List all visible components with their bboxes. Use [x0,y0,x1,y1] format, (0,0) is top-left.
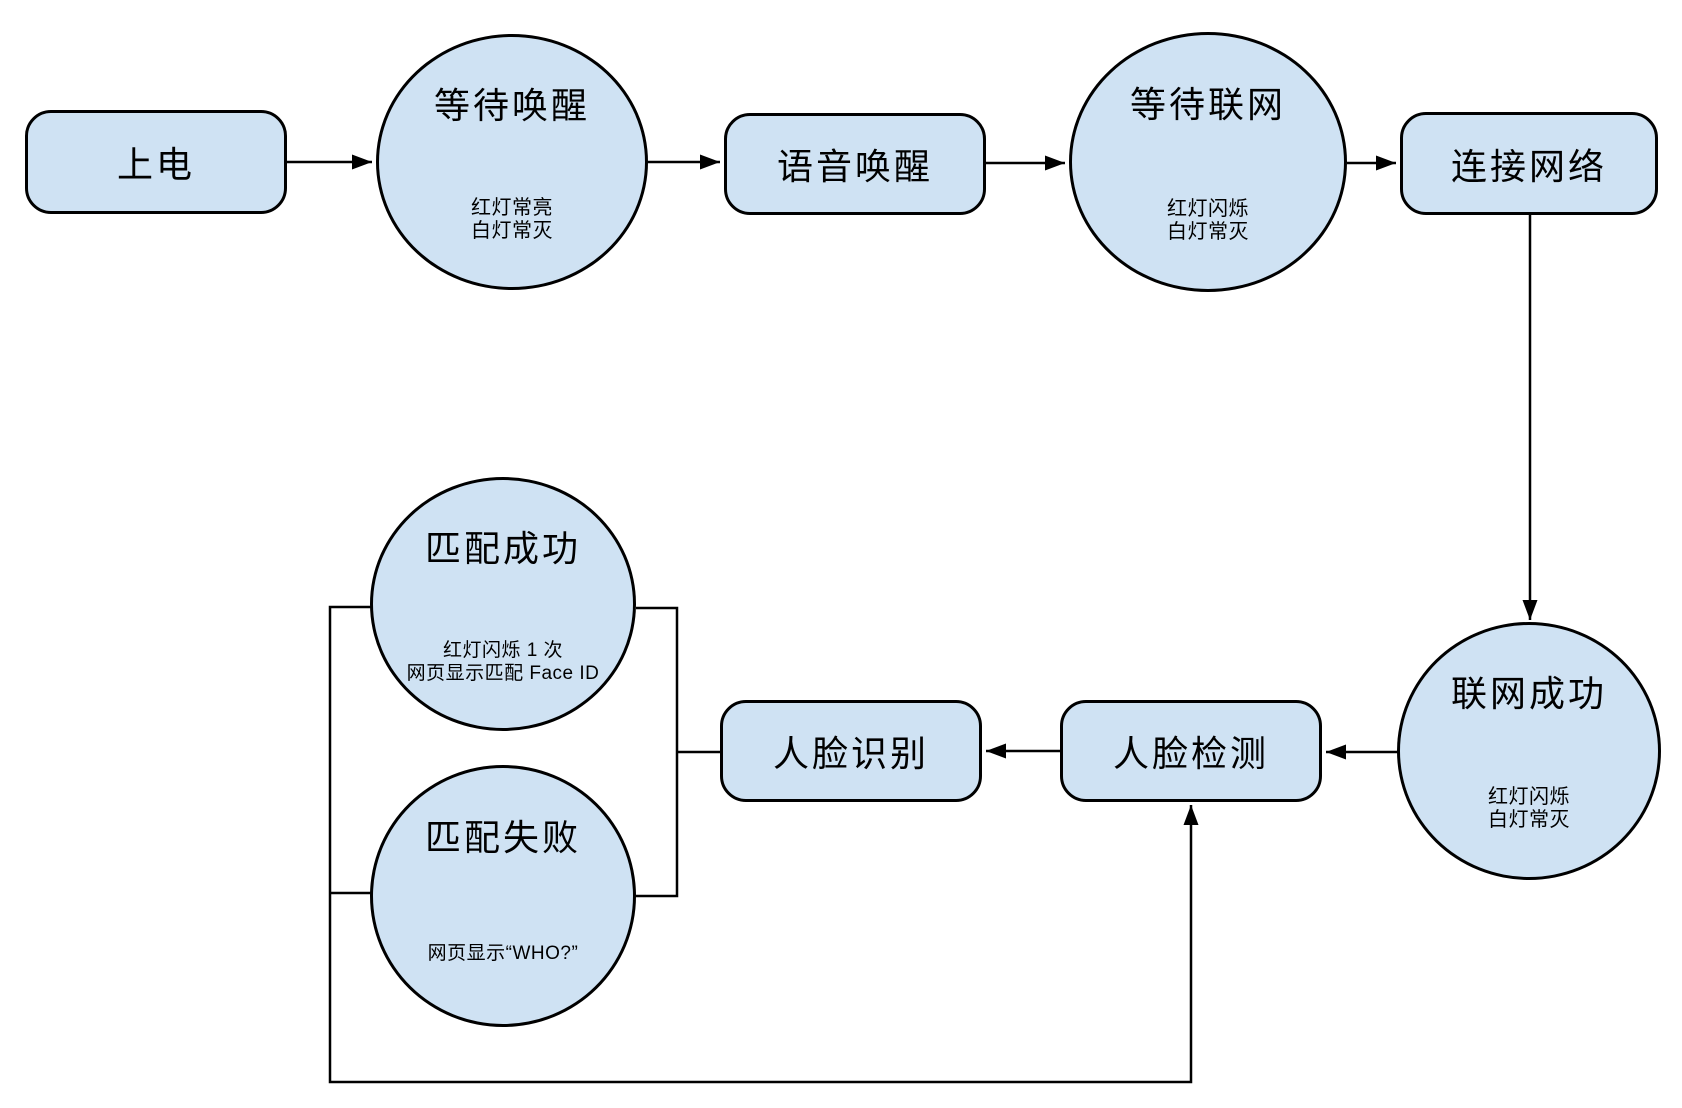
node-wait-network: 等待联网 红灯闪烁 白灯常灭 [1069,32,1347,292]
node-face-detect-label: 人脸检测 [1112,733,1269,774]
node-network-success-status: 红灯闪烁 白灯常灭 [1400,786,1658,832]
status-line: 白灯常灭 [471,220,553,242]
edge-bracket-match-results [636,606,679,898]
status-line: 白灯常灭 [1488,809,1570,832]
node-voice-wake-label: 语音唤醒 [776,146,933,187]
edge-loop-back-to-face-detect [328,605,1199,1084]
node-wait-network-label: 等待联网 [1129,83,1286,125]
status-line: 红灯闪烁 [1488,786,1570,809]
node-connect-network: 连接网络 [1400,112,1658,215]
node-network-success-label: 联网成功 [1450,673,1607,715]
node-wait-network-status: 红灯闪烁 白灯常灭 [1072,198,1344,244]
node-face-recognize: 人脸识别 [720,700,982,802]
node-face-detect: 人脸检测 [1060,700,1322,802]
node-match-success: 匹配成功 红灯闪烁 1 次 网页显示匹配 Face ID [370,477,636,731]
node-voice-wake: 语音唤醒 [724,113,986,215]
status-line: 网页显示“WHO?” [427,943,579,965]
node-match-success-label: 匹配成功 [424,527,581,569]
node-match-fail-status: 网页显示“WHO?” [373,942,633,965]
node-network-success: 联网成功 红灯闪烁 白灯常灭 [1397,622,1661,880]
node-wait-wake-label: 等待唤醒 [433,85,590,126]
status-line: 网页显示匹配 Face ID [406,662,600,684]
status-line: 红灯常亮 [471,197,553,219]
node-wait-wake: 等待唤醒 红灯常亮 白灯常灭 [376,34,648,290]
status-line: 红灯闪烁 1 次 [442,639,564,661]
status-line: 白灯常灭 [1167,220,1249,243]
status-line: 红灯闪烁 [1167,197,1249,220]
node-power-on: 上电 [25,110,287,214]
node-connect-network-label: 连接网络 [1450,145,1607,187]
node-power-on-label: 上电 [116,144,195,185]
node-match-fail-label: 匹配失败 [424,816,581,858]
node-face-recognize-label: 人脸识别 [772,733,929,774]
node-wait-wake-status: 红灯常亮 白灯常灭 [379,197,645,243]
node-match-fail: 匹配失败 网页显示“WHO?” [370,765,636,1027]
node-match-success-status: 红灯闪烁 1 次 网页显示匹配 Face ID [373,639,633,685]
